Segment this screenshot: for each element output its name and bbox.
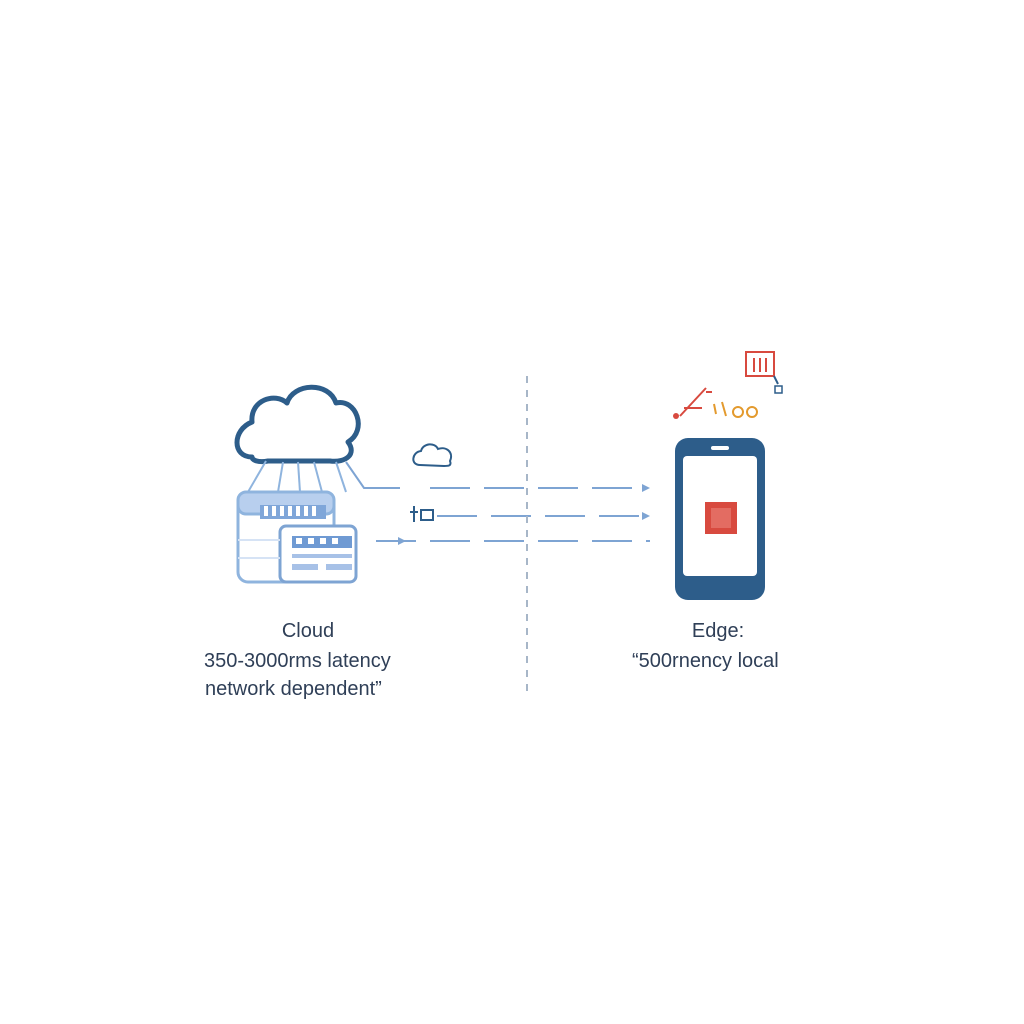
cloud-icon <box>237 387 358 492</box>
edge-box-icon <box>746 352 782 393</box>
cloud-latency: 350-3000rms latency <box>204 647 391 675</box>
edge-title: Edge: <box>662 617 774 645</box>
cloud-note: network dependent” <box>205 675 382 703</box>
server-icon <box>238 492 356 582</box>
phone-icon <box>675 438 765 600</box>
cloud-title: Cloud <box>230 617 386 645</box>
small-cloud-icon <box>413 444 451 466</box>
chip-icon <box>410 506 433 522</box>
edge-latency: “500rnency local <box>632 647 779 675</box>
latency-arrows <box>376 484 650 545</box>
edge-glyph-icon <box>673 388 757 419</box>
